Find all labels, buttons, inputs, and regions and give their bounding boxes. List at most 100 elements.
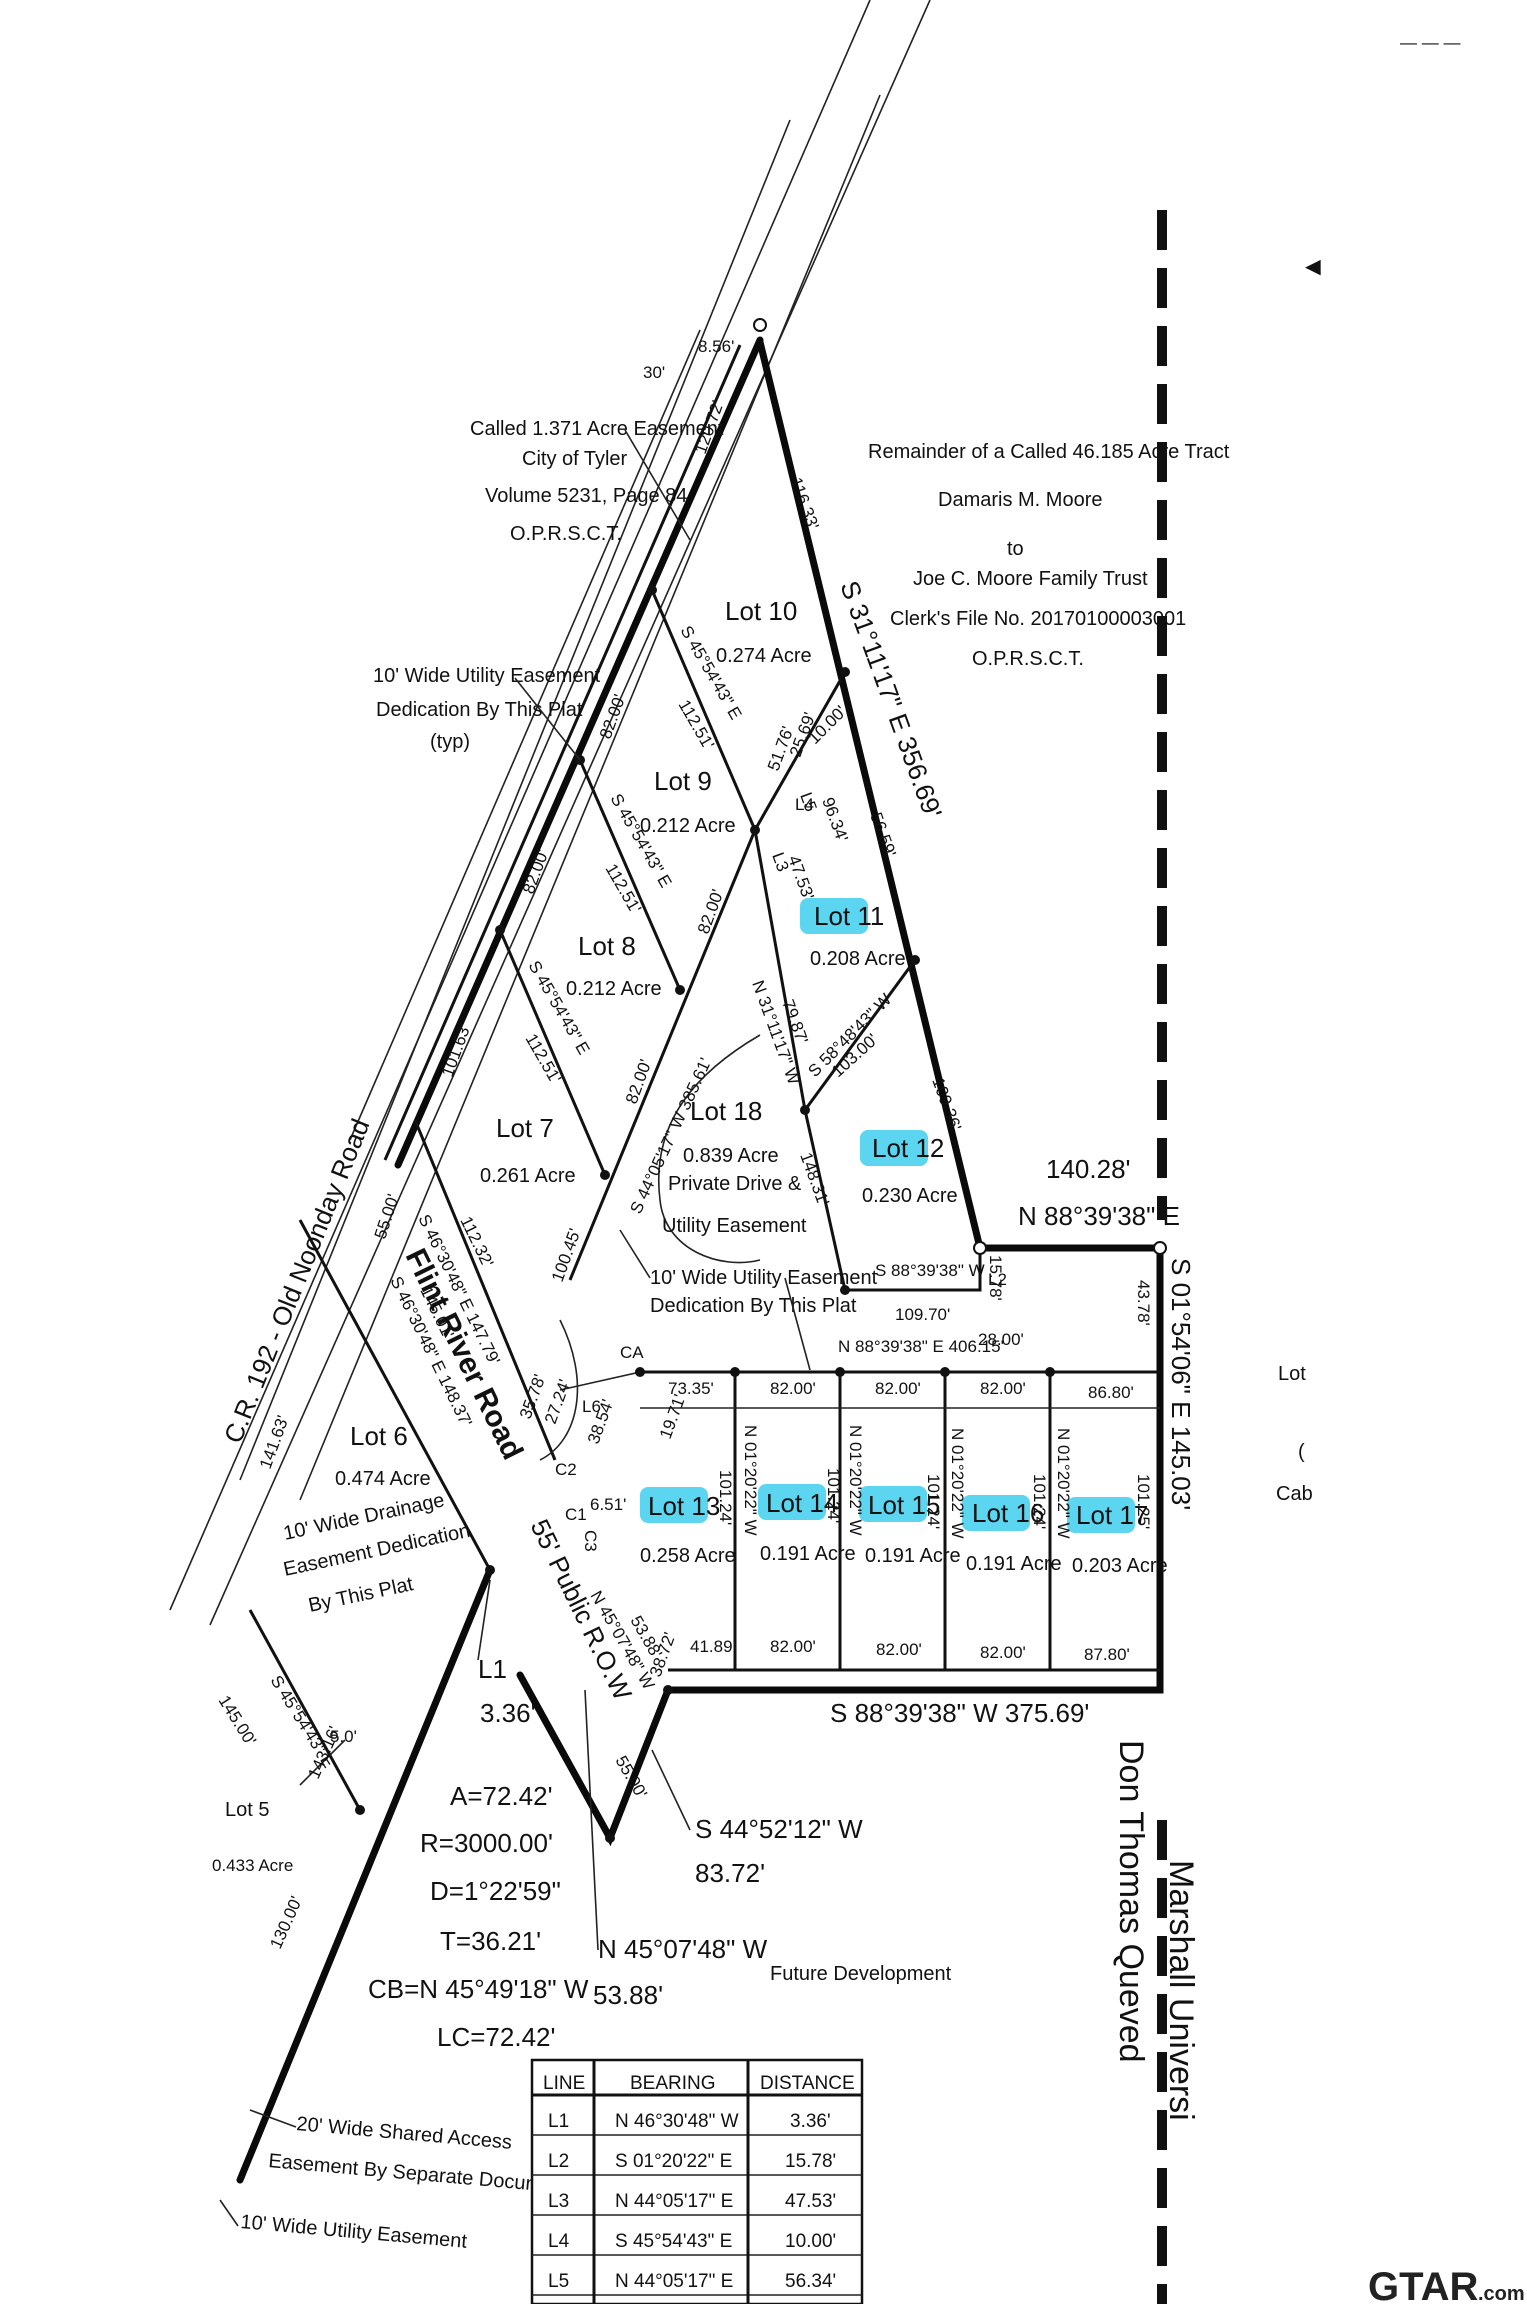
svg-text:10.00': 10.00' xyxy=(785,2231,836,2252)
svg-text:S 88°39'38" W: S 88°39'38" W xyxy=(875,1261,985,1280)
svg-text:Lot 7: Lot 7 xyxy=(496,1113,554,1143)
svg-text:0.433 Acre: 0.433 Acre xyxy=(212,1856,293,1875)
callout-n45: N 45°07'48" W 53.88' xyxy=(584,1689,768,2010)
lot-6: Lot 6 0.474 Acre xyxy=(335,1421,431,1490)
svg-text:10' Wide Utility Easement: 10' Wide Utility Easement xyxy=(373,665,601,687)
svg-text:0.212 Acre: 0.212 Acre xyxy=(640,815,736,837)
svg-text:112.32': 112.32' xyxy=(456,1213,497,1270)
lot11-highlight xyxy=(800,898,868,934)
svg-text:S 45°54'43" E: S 45°54'43" E xyxy=(267,1672,339,1771)
svg-text:30': 30' xyxy=(643,363,665,382)
svg-text:83.72': 83.72' xyxy=(695,1858,765,1888)
svg-text:Lot 10: Lot 10 xyxy=(725,596,797,626)
lot-14: Lot 14 0.191 Acre xyxy=(760,1488,856,1565)
private-drive-curve-2 xyxy=(539,1319,579,1461)
svg-text:112.51': 112.51' xyxy=(675,697,718,753)
svg-text:15.78': 15.78' xyxy=(986,1255,1005,1301)
svg-text:CB=N 45°49'18" W: CB=N 45°49'18" W xyxy=(368,1974,589,2004)
svg-text:56.34': 56.34' xyxy=(785,2271,836,2292)
svg-text:53.88': 53.88' xyxy=(593,1980,663,2010)
svg-text:130.00': 130.00' xyxy=(266,1893,306,1951)
svg-text:19.71': 19.71' xyxy=(656,1392,690,1442)
lot-10: Lot 10 0.274 Acre xyxy=(716,596,812,667)
svg-text:N 46°30'48" W: N 46°30'48" W xyxy=(615,2111,739,2132)
shared-access-note: 20' Wide Shared Access Easement By Separ… xyxy=(249,2109,572,2198)
line-table: LINE BEARING DISTANCE L1 N 46°30'48" W 3… xyxy=(530,2058,864,2304)
svg-text:Lot 9: Lot 9 xyxy=(654,766,712,796)
scan-mark: — — — xyxy=(1400,33,1460,52)
svg-text:0.839 Acre: 0.839 Acre xyxy=(683,1145,779,1167)
svg-text:T=36.21': T=36.21' xyxy=(440,1926,541,1956)
svg-text:.com: .com xyxy=(1478,2283,1525,2304)
table-row: L5 N 44°05'17" E 56.34' xyxy=(548,2271,836,2292)
svg-text:116.33': 116.33' xyxy=(786,475,822,532)
svg-text:141.63': 141.63' xyxy=(256,1413,293,1471)
lot-17: Lot 17 0.203 Acre xyxy=(1072,1500,1168,1577)
svg-text:C1: C1 xyxy=(565,1505,587,1524)
svg-text:Lot 17: Lot 17 xyxy=(1076,1500,1148,1530)
svg-text:0.203 Acre: 0.203 Acre xyxy=(1072,1555,1168,1577)
svg-text:Lot 15: Lot 15 xyxy=(868,1490,940,1520)
svg-text:N 01°20'22" W: N 01°20'22" W xyxy=(741,1425,760,1536)
utility-easement-typ-note: 10' Wide Utility Easement Dedication By … xyxy=(373,665,601,761)
svg-text:A=72.42': A=72.42' xyxy=(450,1781,553,1811)
svg-text:City of Tyler: City of Tyler xyxy=(522,448,628,470)
svg-text:Remainder of a Called 46.185 A: Remainder of a Called 46.185 Acre Tract xyxy=(868,441,1230,463)
svg-text:101.25': 101.25' xyxy=(1134,1474,1153,1529)
svg-text:112.51': 112.51' xyxy=(522,1031,565,1087)
svg-text:0.191 Acre: 0.191 Acre xyxy=(966,1553,1062,1575)
svg-text:148.31': 148.31' xyxy=(796,1150,833,1208)
svg-text:0.474 Acre: 0.474 Acre xyxy=(335,1468,431,1490)
svg-text:101.24': 101.24' xyxy=(924,1474,943,1529)
svg-text:O.P.R.S.C.T.: O.P.R.S.C.T. xyxy=(972,648,1084,670)
lot14-highlight xyxy=(758,1484,826,1520)
table-header-distance: DISTANCE xyxy=(760,2073,855,2094)
marshall-label: Marshall Universi xyxy=(1162,1860,1200,2121)
svg-text:56.59': 56.59' xyxy=(866,810,900,860)
table-row: L1 N 46°30'48" W 3.36' xyxy=(548,2111,831,2132)
svg-text:109.70': 109.70' xyxy=(895,1305,950,1324)
svg-text:N 01°20'22" W: N 01°20'22" W xyxy=(1054,1428,1073,1539)
svg-text:Lot 6: Lot 6 xyxy=(350,1421,408,1451)
svg-text:to: to xyxy=(1007,538,1024,560)
svg-text:82.00': 82.00' xyxy=(875,1379,921,1398)
table-header-line: LINE xyxy=(543,2073,585,2094)
svg-text:82.00': 82.00' xyxy=(770,1379,816,1398)
svg-text:Lot 14: Lot 14 xyxy=(766,1488,838,1518)
svg-text:0.191 Acre: 0.191 Acre xyxy=(865,1545,961,1567)
svg-text:L4: L4 xyxy=(548,2231,570,2252)
svg-text:Utility Easement: Utility Easement xyxy=(662,1215,807,1237)
svg-text:D=1°22'59": D=1°22'59" xyxy=(430,1876,561,1906)
svg-text:LC=72.42': LC=72.42' xyxy=(437,2022,555,2052)
svg-text:C3: C3 xyxy=(581,1530,600,1552)
svg-text:Lot 13: Lot 13 xyxy=(648,1491,720,1521)
svg-text:Called 1.371 Acre Easement: Called 1.371 Acre Easement xyxy=(470,418,724,440)
svg-text:0.208 Acre: 0.208 Acre xyxy=(810,948,906,970)
svg-text:5.0': 5.0' xyxy=(330,1727,357,1746)
svg-text:43.78': 43.78' xyxy=(1134,1280,1153,1326)
remainder-tract-note: Remainder of a Called 46.185 Acre Tract … xyxy=(868,441,1230,670)
svg-text:20' Wide Shared Access: 20' Wide Shared Access xyxy=(296,2113,513,2154)
svg-text:87.80': 87.80' xyxy=(1084,1645,1130,1664)
svg-text:82.00': 82.00' xyxy=(770,1637,816,1656)
gtar-logo: GTAR .com xyxy=(1368,2265,1525,2304)
curve-data: A=72.42' R=3000.00' D=1°22'59" T=36.21' … xyxy=(368,1781,589,2052)
utility-easement-mid-note: 10' Wide Utility Easement Dedication By … xyxy=(619,1229,878,1371)
cr192-road xyxy=(169,0,931,1626)
svg-text:L1: L1 xyxy=(548,2111,569,2132)
svg-text:55.00': 55.00' xyxy=(612,1753,651,1802)
lot-16: Lot 16 0.191 Acre xyxy=(966,1498,1062,1575)
svg-text:Easement By Separate Document: Easement By Separate Document xyxy=(268,2150,572,2198)
svg-text:By This Plat: By This Plat xyxy=(306,1573,415,1617)
svg-text:C2: C2 xyxy=(555,1460,577,1479)
lot-lines xyxy=(248,589,1160,1811)
don-thomas-label: Don Thomas Queved xyxy=(1112,1740,1150,2063)
lot-18: Lot 18 0.839 Acre Private Drive & Utilit… xyxy=(662,1096,807,1237)
svg-text:82.00': 82.00' xyxy=(980,1643,1026,1662)
svg-text:101.24': 101.24' xyxy=(824,1468,843,1523)
svg-text:N 44°05'17" E: N 44°05'17" E xyxy=(615,2191,733,2212)
svg-text:L2: L2 xyxy=(988,1270,1007,1289)
lot-7: Lot 7 0.261 Acre xyxy=(480,1113,576,1187)
svg-text:8.56': 8.56' xyxy=(698,337,734,356)
